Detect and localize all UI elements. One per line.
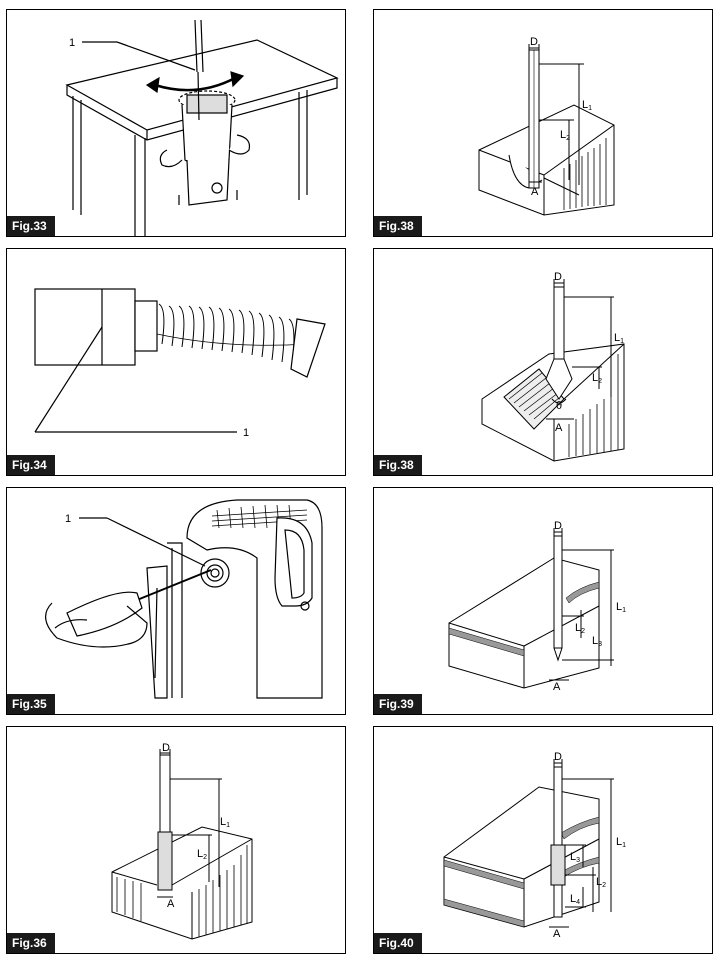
fig36-dim-d: D: [162, 742, 170, 754]
fig39-illustration: D L1 L2 L3 A: [448, 520, 626, 693]
fig37-illustration: D L1 L2 A: [478, 36, 615, 216]
fig33-label: Fig.33: [7, 216, 55, 236]
fig36-dim-l2: L2: [197, 848, 207, 861]
fig39-dim-l3: L3: [592, 635, 602, 648]
figure-40: D L1 L3 L2 L4 A Fig.40: [373, 726, 713, 954]
fig39-dim-a: A: [553, 681, 561, 693]
fig40-dim-l3: L3: [570, 851, 580, 864]
fig38-illustration: D L1 L2 θ A: [481, 271, 625, 462]
fig36-illustration: D L1 L2 A: [111, 742, 253, 940]
figure-33: 1 Fig.33: [6, 9, 346, 237]
fig40-dim-l2: L2: [596, 876, 606, 889]
figure-39: D L1 L2 L3 A Fig.39: [373, 487, 713, 715]
fig35-label: Fig.35: [7, 694, 55, 714]
fig34-callout: 1: [243, 427, 249, 439]
figure-38: D L1 L2 θ A Fig.38: [373, 248, 713, 476]
fig40-illustration: D L1 L3 L2 L4 A: [443, 751, 626, 940]
figure-37: D L1 L2 A Fig.38: [373, 9, 713, 237]
fig34-illustration: 1: [34, 288, 326, 439]
fig33-callout: 1: [69, 37, 75, 49]
fig38-dim-d: D: [554, 271, 562, 283]
fig37-dim-l2: L2: [560, 129, 570, 142]
fig38-dim-theta: θ: [556, 400, 562, 412]
fig36-label: Fig.36: [7, 933, 55, 953]
fig37-dim-l1: L1: [582, 99, 592, 112]
fig36-dim-a: A: [167, 898, 175, 910]
fig37-dim-a: A: [531, 186, 539, 198]
fig39-dim-d: D: [554, 520, 562, 532]
fig38-dim-l1: L1: [614, 332, 624, 345]
fig38-label: Fig.38: [374, 455, 422, 475]
fig40-dim-l1: L1: [616, 836, 626, 849]
fig40-dim-d: D: [554, 751, 562, 763]
figure-36: D L1 L2 A Fig.36: [6, 726, 346, 954]
fig40-dim-l4: L4: [570, 893, 580, 906]
fig36-dim-l1: L1: [220, 816, 230, 829]
figure-35: 1 Fig.35: [6, 487, 346, 715]
fig38-dim-a: A: [555, 422, 563, 434]
fig40-label: Fig.40: [374, 933, 422, 953]
fig40-dim-a: A: [553, 928, 561, 940]
fig37-dim-d: D: [530, 36, 538, 48]
fig33-illustration: 1: [65, 19, 339, 236]
fig35-illustration: 1: [45, 499, 323, 699]
fig34-label: Fig.34: [7, 455, 55, 475]
fig38-dim-l2: L2: [592, 372, 602, 385]
fig39-label: Fig.39: [374, 694, 422, 714]
figure-34: 1 Fig.34: [6, 248, 346, 476]
fig39-dim-l1: L1: [616, 601, 626, 614]
fig37-label: Fig.38: [374, 216, 422, 236]
fig39-dim-l2: L2: [575, 622, 585, 635]
fig35-callout: 1: [65, 513, 71, 525]
